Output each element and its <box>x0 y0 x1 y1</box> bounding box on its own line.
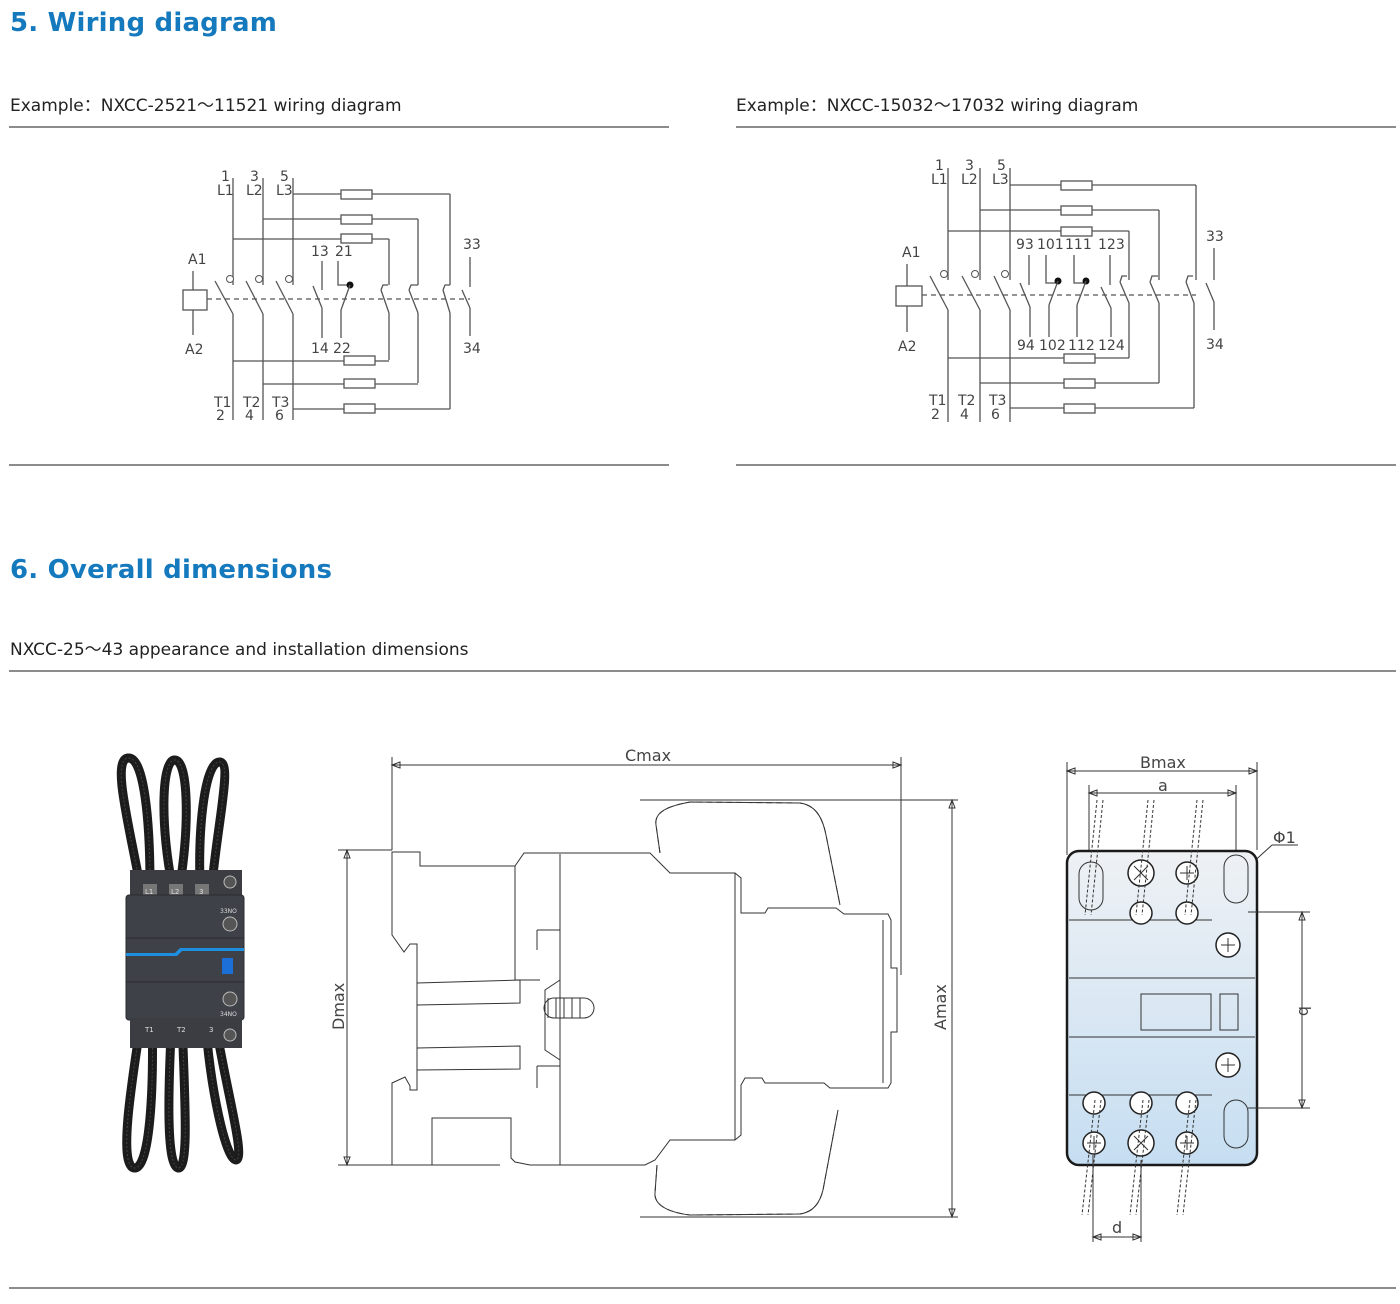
divider <box>9 670 1396 672</box>
aux-label: 93 <box>1016 237 1034 253</box>
wiring-caption-2: Example：NXCC-15032～17032 wiring diagram <box>736 96 1139 116</box>
section-title-dimensions: 6. Overall dimensions <box>10 555 333 585</box>
dim-label-phi1: Φ1 <box>1273 828 1296 847</box>
terminal-label: L1 <box>931 172 948 188</box>
terminal-label: L3 <box>276 183 293 199</box>
terminal-num: 2 <box>216 408 225 424</box>
aux-label: 21 <box>335 244 353 260</box>
aux-label: 94 <box>1017 338 1035 354</box>
divider <box>736 126 1396 128</box>
aux-label: 34 <box>463 341 481 357</box>
product-photo: L1 L2 3 33NO 34NO T1 T2 3 <box>116 753 245 1173</box>
accent-stripe <box>126 948 244 956</box>
aux-label: 34 <box>1206 337 1224 353</box>
terminal-num: 3 <box>250 169 259 185</box>
terminal-num: 2 <box>931 407 940 423</box>
side-view-drawing: Cmax Dmax Amax <box>329 746 958 1219</box>
terminal-label: T2 <box>957 393 975 409</box>
coil-label-a1: A1 <box>902 245 920 261</box>
terminal-label: T1 <box>213 395 231 411</box>
dimensions-caption: NXCC-25～43 appearance and installation d… <box>10 640 469 660</box>
photo-label: 3 <box>209 1026 213 1034</box>
wiring-diagram-2: 1 L1 3 L2 5 L3 A1 A2 93 94 101 102 111 1… <box>895 158 1224 423</box>
dim-label-a: a <box>1158 776 1168 795</box>
coil-label-a2: A2 <box>898 339 916 355</box>
aux-label: 123 <box>1098 237 1125 253</box>
photo-label: L1 <box>145 888 153 896</box>
divider <box>9 464 669 466</box>
front-view-drawing: Bmax a Φ1 <box>1065 753 1314 1242</box>
terminal-num: 4 <box>960 407 969 423</box>
aux-label: 33 <box>1206 229 1224 245</box>
photo-label: T2 <box>176 1026 186 1034</box>
aux-label: 111 <box>1065 237 1092 253</box>
terminal-label: L2 <box>961 172 978 188</box>
dim-label-d: d <box>1112 1218 1122 1237</box>
photo-label: 33NO <box>220 908 237 915</box>
aux-label: 22 <box>333 341 351 357</box>
terminal-num: 4 <box>245 408 254 424</box>
aux-label: 13 <box>311 244 329 260</box>
photo-label: 3 <box>199 888 203 896</box>
contactor-side-body <box>391 851 898 1166</box>
photo-label: T1 <box>144 1026 154 1034</box>
divider <box>9 126 669 128</box>
terminal-num: 3 <box>965 158 974 174</box>
terminal-num: 1 <box>221 169 230 185</box>
coil-label-a2: A2 <box>185 342 203 358</box>
dim-label-dmax: Dmax <box>329 983 348 1030</box>
photo-label: 34NO <box>220 1011 237 1018</box>
terminal-num: 5 <box>997 158 1006 174</box>
wiring-diagram-1: 1 L1 3 L2 5 L3 A1 A2 13 14 21 22 33 34 T… <box>182 169 481 424</box>
terminal-num: 6 <box>275 408 284 424</box>
terminal-num: 1 <box>935 158 944 174</box>
contactor-front-body <box>1065 849 1259 1167</box>
dim-label-amax: Amax <box>931 984 950 1030</box>
terminal-block-bottom <box>130 1018 242 1048</box>
terminal-label: T3 <box>271 395 289 411</box>
aux-label: 33 <box>463 237 481 253</box>
dim-label-b: b <box>1295 1006 1314 1016</box>
terminal-label: L1 <box>217 183 234 199</box>
photo-label: L2 <box>171 888 179 896</box>
terminal-num: 5 <box>280 169 289 185</box>
wiring-caption-1: Example：NXCC-2521～11521 wiring diagram <box>10 96 402 116</box>
terminal-label: T3 <box>988 393 1006 409</box>
coil-label-a1: A1 <box>188 252 206 268</box>
terminal-num: 6 <box>991 407 1000 423</box>
terminal-label: T2 <box>242 395 260 411</box>
aux-label: 124 <box>1098 338 1125 354</box>
terminal-label: L3 <box>992 172 1009 188</box>
section-title-wiring: 5. Wiring diagram <box>10 8 278 38</box>
divider <box>736 464 1396 466</box>
dim-label-cmax: Cmax <box>625 746 671 765</box>
aux-label: 14 <box>311 341 329 357</box>
aux-label: 102 <box>1039 338 1066 354</box>
dim-label-bmax: Bmax <box>1140 753 1186 772</box>
aux-label: 101 <box>1037 237 1064 253</box>
divider <box>9 1287 1396 1289</box>
terminal-label: T1 <box>928 393 946 409</box>
indicator-window <box>222 958 233 974</box>
aux-label: 112 <box>1068 338 1095 354</box>
terminal-label: L2 <box>246 183 263 199</box>
